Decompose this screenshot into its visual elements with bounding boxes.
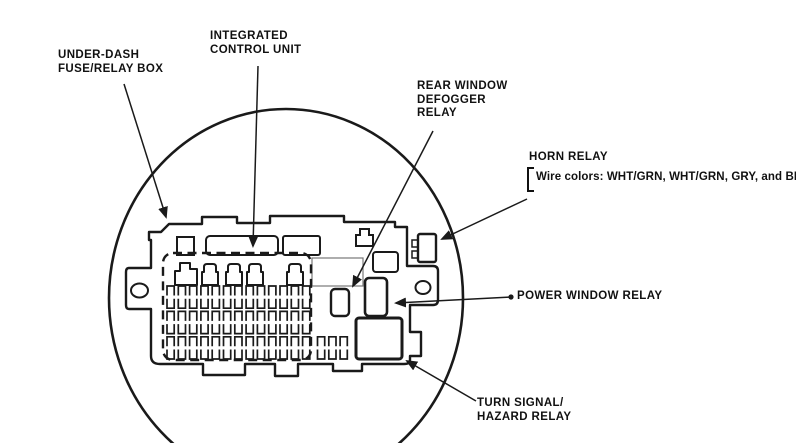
horn-relay-shape	[416, 232, 438, 264]
label-line: UNDER-DASH	[58, 49, 140, 61]
leader-power-window	[394, 296, 512, 308]
label-line: FUSE/RELAY BOX	[58, 62, 164, 75]
label-line: TURN SIGNAL/	[477, 397, 564, 409]
leader-turn-signal	[405, 359, 477, 402]
label-line: REAR WINDOW	[417, 80, 508, 92]
power-window-relay-shape	[363, 276, 389, 318]
leader-power-window-dot	[508, 294, 514, 300]
label-line: DEFOGGER	[417, 93, 487, 106]
label-horn-relay: HORN RELAY	[529, 151, 608, 165]
label-line: HAZARD RELAY	[477, 410, 572, 423]
label-power-window-relay: POWER WINDOW RELAY	[517, 290, 662, 304]
label-line: POWER WINDOW RELAY	[517, 290, 663, 302]
label-line: CONTROL UNIT	[210, 43, 302, 56]
rear-defogger-relay-shape	[329, 287, 351, 318]
label-line: HORN RELAY	[529, 151, 608, 163]
leader-under-dash	[123, 83, 168, 219]
label-line: RELAY	[417, 107, 457, 119]
icu-dashed-outline	[161, 251, 313, 362]
left-mounting-hole	[130, 282, 149, 299]
top-edge-connector-bump	[355, 228, 374, 247]
fuse-grid	[166, 285, 349, 360]
horn-relay-wire-colors: Wire colors: WHT/GRN, WHT/GRN, GRY, and …	[527, 167, 796, 192]
label-line: INTEGRATED	[210, 30, 288, 42]
connector-row	[174, 262, 304, 286]
label-under-dash-fuse-relay-box: UNDER-DASH FUSE/RELAY BOX	[58, 49, 163, 76]
leader-rear-defogger	[352, 130, 434, 288]
label-rear-window-defogger-relay: REAR WINDOW DEFOGGER RELAY	[417, 80, 508, 121]
leader-integrated-control-unit	[248, 65, 259, 248]
turn-signal-hazard-relay-shape	[354, 316, 404, 361]
label-turn-signal-hazard-relay: TURN SIGNAL/ HAZARD RELAY	[477, 397, 571, 424]
top-connector-row	[176, 228, 399, 273]
leader-horn-relay	[440, 198, 528, 240]
label-integrated-control-unit: INTEGRATED CONTROL UNIT	[210, 30, 301, 57]
wire-colors-line: GRY, and BLU/RED	[731, 171, 796, 183]
magnifier-circle-shape	[107, 107, 465, 443]
right-mounting-hole	[414, 280, 432, 295]
wire-colors-line: Wire colors: WHT/GRN, WHT/GRN,	[536, 171, 729, 183]
